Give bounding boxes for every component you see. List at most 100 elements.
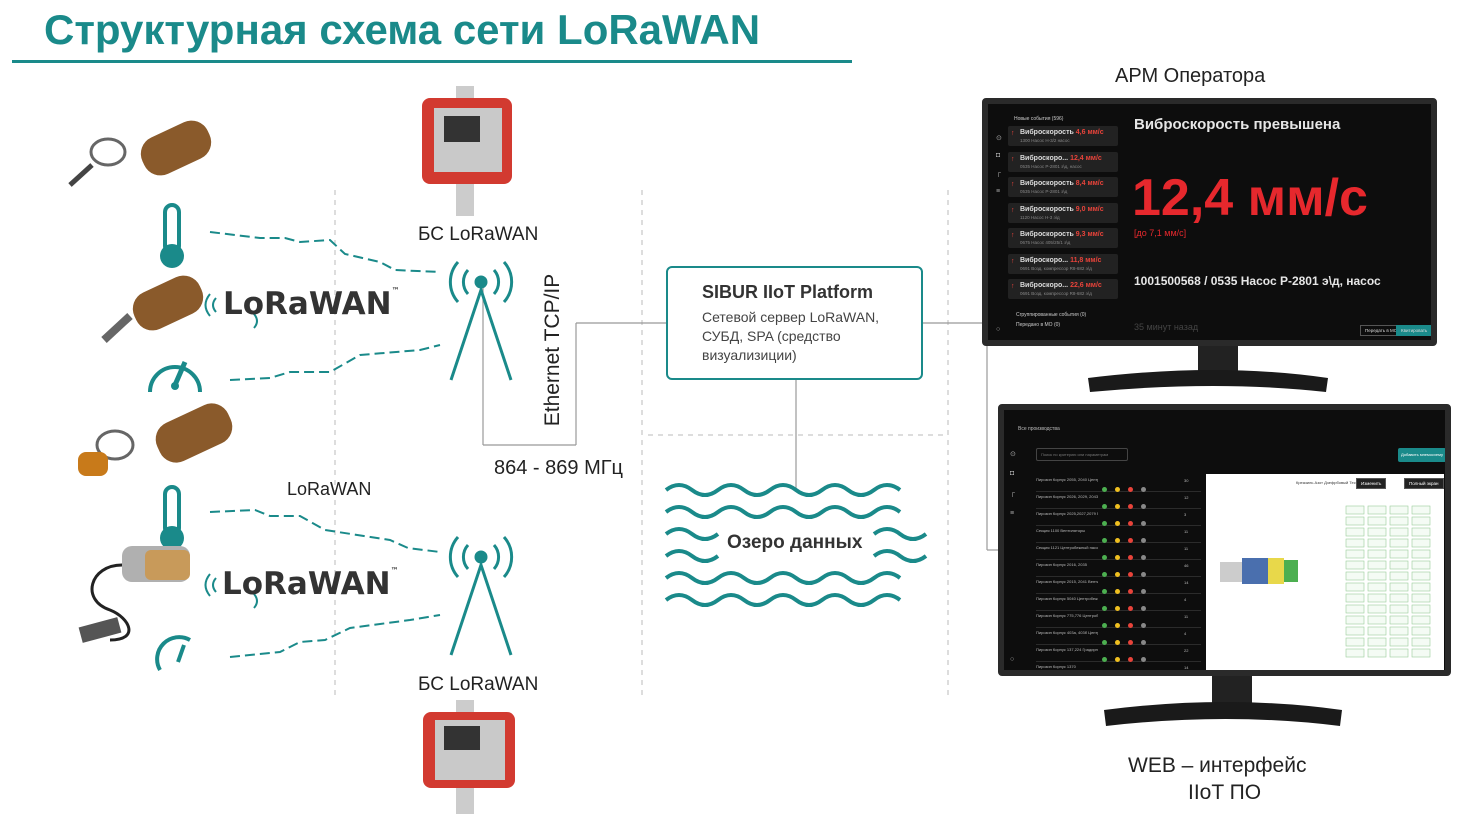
bell-icon[interactable]: ◘ (1010, 470, 1015, 477)
status-dots (1102, 496, 1154, 514)
asset-name: Пирозин Корпус 403а, 403б Центробежные н… (1036, 630, 1098, 635)
events-header[interactable]: Новые события (596) (1014, 116, 1064, 122)
alert-time: 35 минут назад (1134, 322, 1199, 332)
asset-name: Секция 1100 Вентиляторы (1036, 528, 1086, 533)
scheme-cell (1367, 582, 1387, 592)
asset-total: 4 (1184, 597, 1187, 602)
status-dot-icon (1141, 555, 1146, 560)
asset-total: 22 (1184, 648, 1189, 653)
home-icon[interactable]: ⊙ (1010, 451, 1016, 458)
event-name: Виброскоро... 22,6 мм/с (1020, 282, 1102, 289)
lorawan-logo: LoRaWAN™ (222, 566, 399, 602)
scheme-cell (1367, 615, 1387, 625)
scheme-cell (1345, 549, 1365, 559)
asset-total: 11 (1184, 529, 1189, 534)
bell-icon[interactable]: ◘ (996, 152, 1001, 159)
scheme-cell (1367, 604, 1387, 614)
status-dot-icon (1128, 504, 1133, 509)
event-name: Виброскоро... 12,4 мм/с (1020, 154, 1102, 162)
event-asset: 0535 Насос Р-2801 э\д, насос (1020, 163, 1082, 169)
scheme-cell (1367, 626, 1387, 636)
scheme-cell (1411, 582, 1431, 592)
transferred-events[interactable]: Передано в МО (0) (1016, 322, 1061, 328)
scheme-cell (1367, 593, 1387, 603)
search-input[interactable]: Поиск по критерию или параметрам (1036, 448, 1128, 461)
list-icon[interactable]: ≡ (1010, 510, 1015, 517)
table-row[interactable]: Пирозин Корпус 2055, 2040 Центробежные н… (1036, 474, 1201, 492)
event-asset: 1120 Насос Н-3 э\д (1020, 214, 1060, 220)
scheme-cell (1411, 648, 1431, 658)
event-asset: 0535 Насос Р-2801 э\д (1020, 189, 1068, 194)
scheme-cell (1411, 637, 1431, 647)
table-row[interactable]: Пирозин Корпус 2015, 2041 Вентиляторы14 (1036, 576, 1201, 594)
fullscreen-button[interactable]: Полный экран (1404, 478, 1444, 489)
scheme-cell (1389, 560, 1409, 570)
table-row[interactable]: Пирозин Корпус 2026, 2029, 2043 Поршневы… (1036, 491, 1201, 509)
asset-name: Пирозин Корпус 775,776 Центробежные насо… (1036, 613, 1098, 618)
asset-total: 11 (1184, 614, 1189, 619)
table-row[interactable]: Пирозин Корпус 403а, 403б Центробежные н… (1036, 627, 1201, 645)
scheme-cell (1345, 648, 1365, 658)
platform-description: Сетевой сервер LoRaWAN, СУБД, SPA (средс… (702, 309, 880, 363)
scheme-cell (1345, 593, 1365, 603)
lorawan-link-label: LoRaWAN (287, 479, 372, 499)
grouped-events[interactable]: Сгруппированные события (0) (1016, 312, 1087, 318)
event-value: 9,0 мм/с (1075, 205, 1104, 213)
event-name: Виброскоро... 11,8 мм/с (1020, 256, 1102, 264)
table-row[interactable]: Пирозин Корпус 2025,2027,2079 Погружные … (1036, 508, 1201, 526)
event-value: 22,6 мм/с (1070, 282, 1102, 289)
status-dot-icon (1128, 623, 1133, 628)
status-dot-icon (1128, 521, 1133, 526)
monitor-stand (1088, 346, 1342, 726)
scheme-cell (1389, 615, 1409, 625)
scheme-cell (1411, 604, 1431, 614)
table-row[interactable]: Секция 1100 Вентиляторы 11 (1036, 525, 1201, 543)
chart-icon[interactable]: ┌ (1010, 490, 1015, 497)
scheme-cell (1345, 582, 1365, 592)
chart-icon[interactable]: ┌ (996, 170, 1001, 177)
event-asset: 0675 Насос 405/25/1 э\д (1020, 240, 1071, 245)
alert-value: 12,4 мм/с (1132, 169, 1368, 227)
status-dots (1102, 632, 1154, 650)
scheme-cell (1389, 593, 1409, 603)
status-dot-icon (1128, 674, 1133, 676)
add-scheme-button[interactable]: Добавить мнемосхему (1398, 448, 1445, 462)
status-dot-icon (1115, 487, 1120, 492)
status-dot-icon (1102, 606, 1107, 611)
status-dot-icon (1141, 538, 1146, 543)
list-icon[interactable]: ≡ (996, 188, 1001, 195)
table-row[interactable]: Пирозин Корпус 775,776 Центробежные насо… (1036, 610, 1201, 628)
web-monitor: ⊙ ◘ ┌ ≡ ○ Все производства Поиск по крит… (998, 404, 1451, 676)
status-dot-icon (1128, 606, 1133, 611)
status-dots (1102, 581, 1154, 599)
web-interface-label: WEB – интерфейс (1128, 754, 1307, 777)
user-icon[interactable]: ○ (1010, 656, 1015, 663)
alert-arrow-icon: ↑ (1011, 130, 1015, 137)
user-icon[interactable]: ○ (996, 326, 1001, 333)
status-dot-icon (1141, 504, 1146, 509)
status-dot-icon (1141, 640, 1146, 645)
status-dots (1102, 598, 1154, 616)
home-icon[interactable]: ⊙ (996, 135, 1002, 142)
status-dot-icon (1141, 521, 1146, 526)
scheme-title: Креазиль Азот Дзефрбовый Тест (1296, 480, 1358, 485)
confirm-button[interactable]: Квитировать (1396, 325, 1431, 336)
base-station-box-icon (423, 700, 515, 814)
status-dots (1102, 666, 1154, 676)
table-row[interactable]: Пирозин Корпус 5040 Центробежные4 (1036, 593, 1201, 611)
change-button[interactable]: Изменить (1356, 478, 1387, 489)
status-dot-icon (1128, 657, 1133, 662)
status-dot-icon (1115, 623, 1120, 628)
asset-name: Пирозин Корпус 2026, 2029, 2043 Поршневы… (1036, 494, 1098, 499)
